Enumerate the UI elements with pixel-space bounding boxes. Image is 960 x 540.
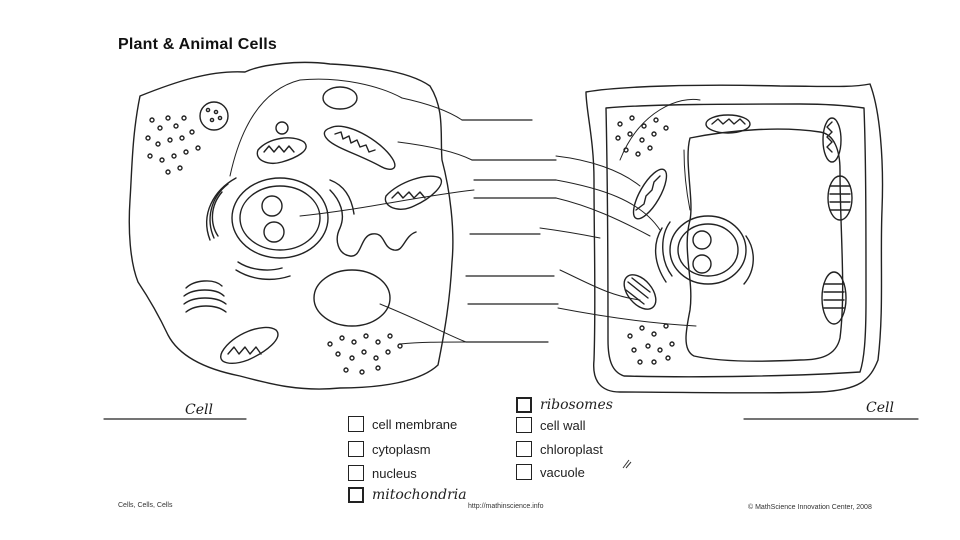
mitochondrion-animal-center	[324, 126, 395, 169]
vacuole-animal	[314, 270, 390, 326]
golgi-animal	[184, 281, 226, 312]
chloroplast-lower-left	[618, 269, 662, 315]
ribosomes-plant-lower	[628, 324, 674, 364]
cell-label-right: Cell	[866, 400, 894, 416]
ribosomes-animal-upper	[146, 116, 200, 174]
legend-item-nucleus[interactable]: nucleus	[348, 465, 417, 481]
animal-cell-membrane	[129, 62, 453, 389]
mitochondrion-animal-bottom	[221, 327, 278, 363]
label-blank-lines	[462, 120, 558, 342]
cell-label-left: Cell	[185, 402, 213, 418]
footer-left: Cells, Cells, Cells	[118, 502, 172, 509]
legend-item-cell-wall[interactable]: cell wall	[516, 417, 586, 433]
legend-label: cell membrane	[372, 417, 457, 432]
legend-item-cytoplasm[interactable]: cytoplasm	[348, 441, 431, 457]
chloroplast-left	[627, 165, 672, 223]
endoplasmic-reticulum-animal	[207, 178, 290, 279]
checkbox[interactable]	[348, 416, 364, 432]
pencil-mark	[620, 456, 636, 472]
mitochondrion-animal-right	[385, 176, 441, 209]
checkbox[interactable]	[516, 464, 532, 480]
legend-item-vacuole[interactable]: vacuole	[516, 464, 585, 480]
legend-label: nucleus	[372, 466, 417, 481]
checkbox[interactable]	[516, 397, 532, 413]
footer-center: http://mathinscience.info	[468, 503, 544, 510]
checkbox[interactable]	[516, 441, 532, 457]
legend-label: cell wall	[540, 418, 586, 433]
nucleus-plant	[670, 216, 746, 284]
ribosomes-animal-lower	[328, 334, 402, 374]
checkbox[interactable]	[348, 487, 364, 503]
legend-item-chloroplast[interactable]: chloroplast	[516, 441, 603, 457]
footer-right: © MathScience Innovation Center, 2008	[748, 504, 872, 511]
checkbox[interactable]	[348, 465, 364, 481]
legend-label: chloroplast	[540, 442, 603, 457]
legend-label: cytoplasm	[372, 442, 431, 457]
vesicle-animal	[200, 102, 228, 130]
checkbox[interactable]	[348, 441, 364, 457]
legend-item-ribosomes[interactable]: ribosomes	[516, 397, 613, 413]
ribosomes-plant-upper	[616, 116, 668, 156]
legend-item-cell-membrane[interactable]: cell membrane	[348, 416, 457, 432]
legend-label: mitochondria	[372, 487, 467, 503]
legend-label: vacuole	[540, 465, 585, 480]
checkbox[interactable]	[516, 417, 532, 433]
mitochondrion-animal-left	[257, 138, 306, 163]
nucleus-animal	[232, 178, 328, 258]
legend-item-mitochondria[interactable]: mitochondria	[348, 487, 467, 503]
vesicle-dots	[206, 108, 221, 121]
chloroplast-top	[706, 115, 750, 133]
small-vacuole-animal	[323, 87, 357, 109]
legend-label: ribosomes	[540, 397, 613, 413]
